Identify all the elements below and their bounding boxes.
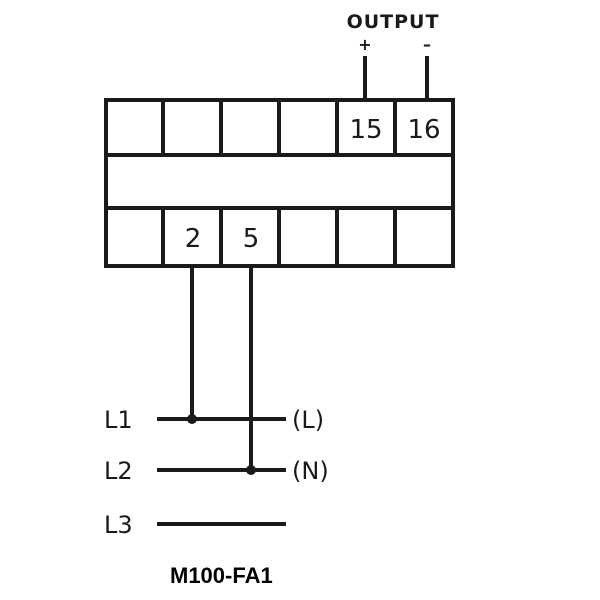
terminal-5: 5 — [243, 224, 260, 254]
label-l1: L1 — [104, 406, 133, 434]
terminal-2: 2 — [185, 224, 202, 254]
junction-dot-l2 — [246, 465, 256, 475]
label-l3: L3 — [104, 511, 133, 539]
output-label: OUTPUT — [347, 11, 440, 33]
model-name: M100-FA1 — [170, 563, 273, 588]
label-live: (L) — [292, 406, 324, 434]
label-neutral: (N) — [292, 457, 329, 485]
junction-dot-l1 — [187, 414, 197, 424]
label-l2: L2 — [104, 457, 133, 485]
top-terminal-row: 15 16 — [106, 100, 453, 157]
terminal-15: 15 — [349, 115, 382, 145]
terminal-16: 16 — [407, 115, 440, 145]
output-minus-sign: – — [423, 35, 431, 54]
bottom-terminal-row: 2 5 — [161, 208, 397, 266]
output-plus-sign: + — [358, 35, 371, 54]
